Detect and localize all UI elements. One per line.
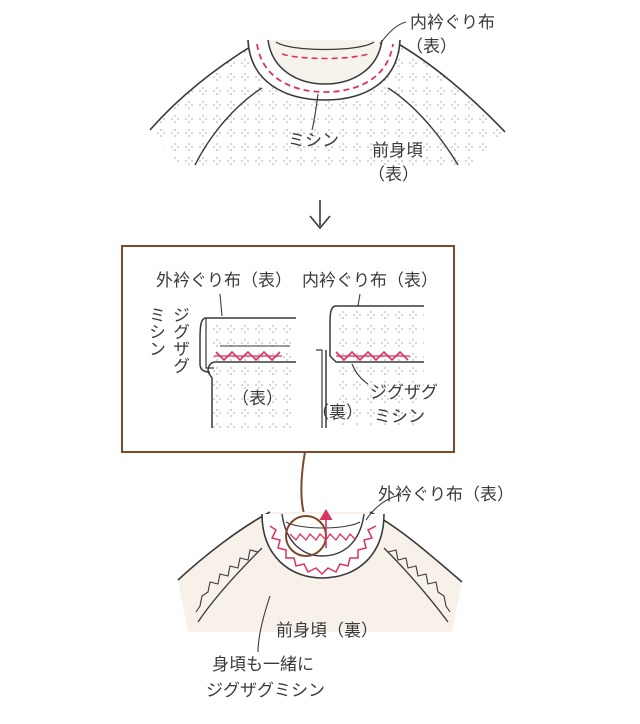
- top-front-body-side: （表）: [368, 165, 419, 185]
- top-stitch-back: [281, 53, 369, 60]
- outer-collar-fold: [199, 317, 296, 373]
- top-stitch-label: ミシン: [288, 131, 339, 151]
- body-right-edge: [394, 41, 506, 133]
- body-left-edge: [149, 41, 259, 131]
- neck-band-inner: [267, 39, 383, 85]
- detail-stitch-vertical: ミシン: [145, 306, 165, 357]
- detail-box: [121, 245, 455, 453]
- detail-back-side: （裏）: [312, 403, 363, 423]
- top-figure: [149, 21, 506, 166]
- down-arrow-icon: [309, 200, 331, 230]
- leader-outer-collar-bottom: [365, 495, 397, 521]
- detail-stitch-label: ミシン: [374, 407, 425, 427]
- detail-outer-collar-label: 外衿ぐり布（表）: [156, 271, 292, 291]
- detail-inner-collar-label: 内衿ぐり布（表）: [302, 271, 438, 291]
- bottom-note-line1: 身頃も一緒に: [212, 655, 314, 675]
- leader-inner-collar-2: [357, 293, 361, 307]
- bottom-zigzag-neck: [269, 525, 377, 576]
- section-back: [316, 305, 424, 428]
- raglan-seam-right: [387, 87, 459, 166]
- bottom-outer-collar-label: 外衿ぐり布（表）: [378, 485, 514, 505]
- detail-front-side: （表）: [232, 389, 283, 409]
- top-inner-collar-label: 内衿ぐり布: [410, 13, 495, 33]
- raglan-right-bottom: [383, 547, 449, 623]
- detail-zigzag-label: ジグザグ: [370, 383, 438, 403]
- bottom-zigzag-inner: [289, 532, 357, 542]
- collar-edge: [205, 318, 214, 369]
- inner-collar-fold: [329, 305, 424, 363]
- up-arrow-icon: [319, 509, 333, 548]
- body-left-edge-bottom: [177, 511, 271, 581]
- bottom-figure: [177, 451, 463, 653]
- top-inner-collar-side: （表）: [406, 37, 457, 57]
- leader-inner-collar: [379, 21, 407, 45]
- bottom-neck-inner: [281, 513, 365, 557]
- raglan-seam-left: [194, 87, 263, 166]
- section-front: [199, 317, 296, 428]
- top-front-body-label: 前身頃: [372, 141, 423, 161]
- bottom-front-body-label: 前身頃（裏）: [276, 621, 378, 641]
- zigzag-front: [215, 350, 281, 362]
- neck-back: [275, 41, 375, 51]
- front-body-shape: [150, 42, 505, 165]
- body-fold-front: [207, 361, 296, 428]
- raglan-zigzag-left: [195, 549, 259, 613]
- leader-note: [257, 595, 271, 653]
- bottom-note-line2: ジグザグミシン: [206, 681, 325, 701]
- top-stitch-line: [256, 43, 394, 93]
- leader-stitch: [311, 93, 319, 131]
- leader-outer-collar: [219, 293, 223, 317]
- raglan-zigzag-right: [387, 549, 451, 613]
- connector-line: [300, 451, 307, 521]
- detail-zigzag-vertical: ジグザグ: [169, 306, 189, 374]
- raglan-left-bottom: [197, 547, 263, 623]
- leader-zigzag: [351, 363, 369, 385]
